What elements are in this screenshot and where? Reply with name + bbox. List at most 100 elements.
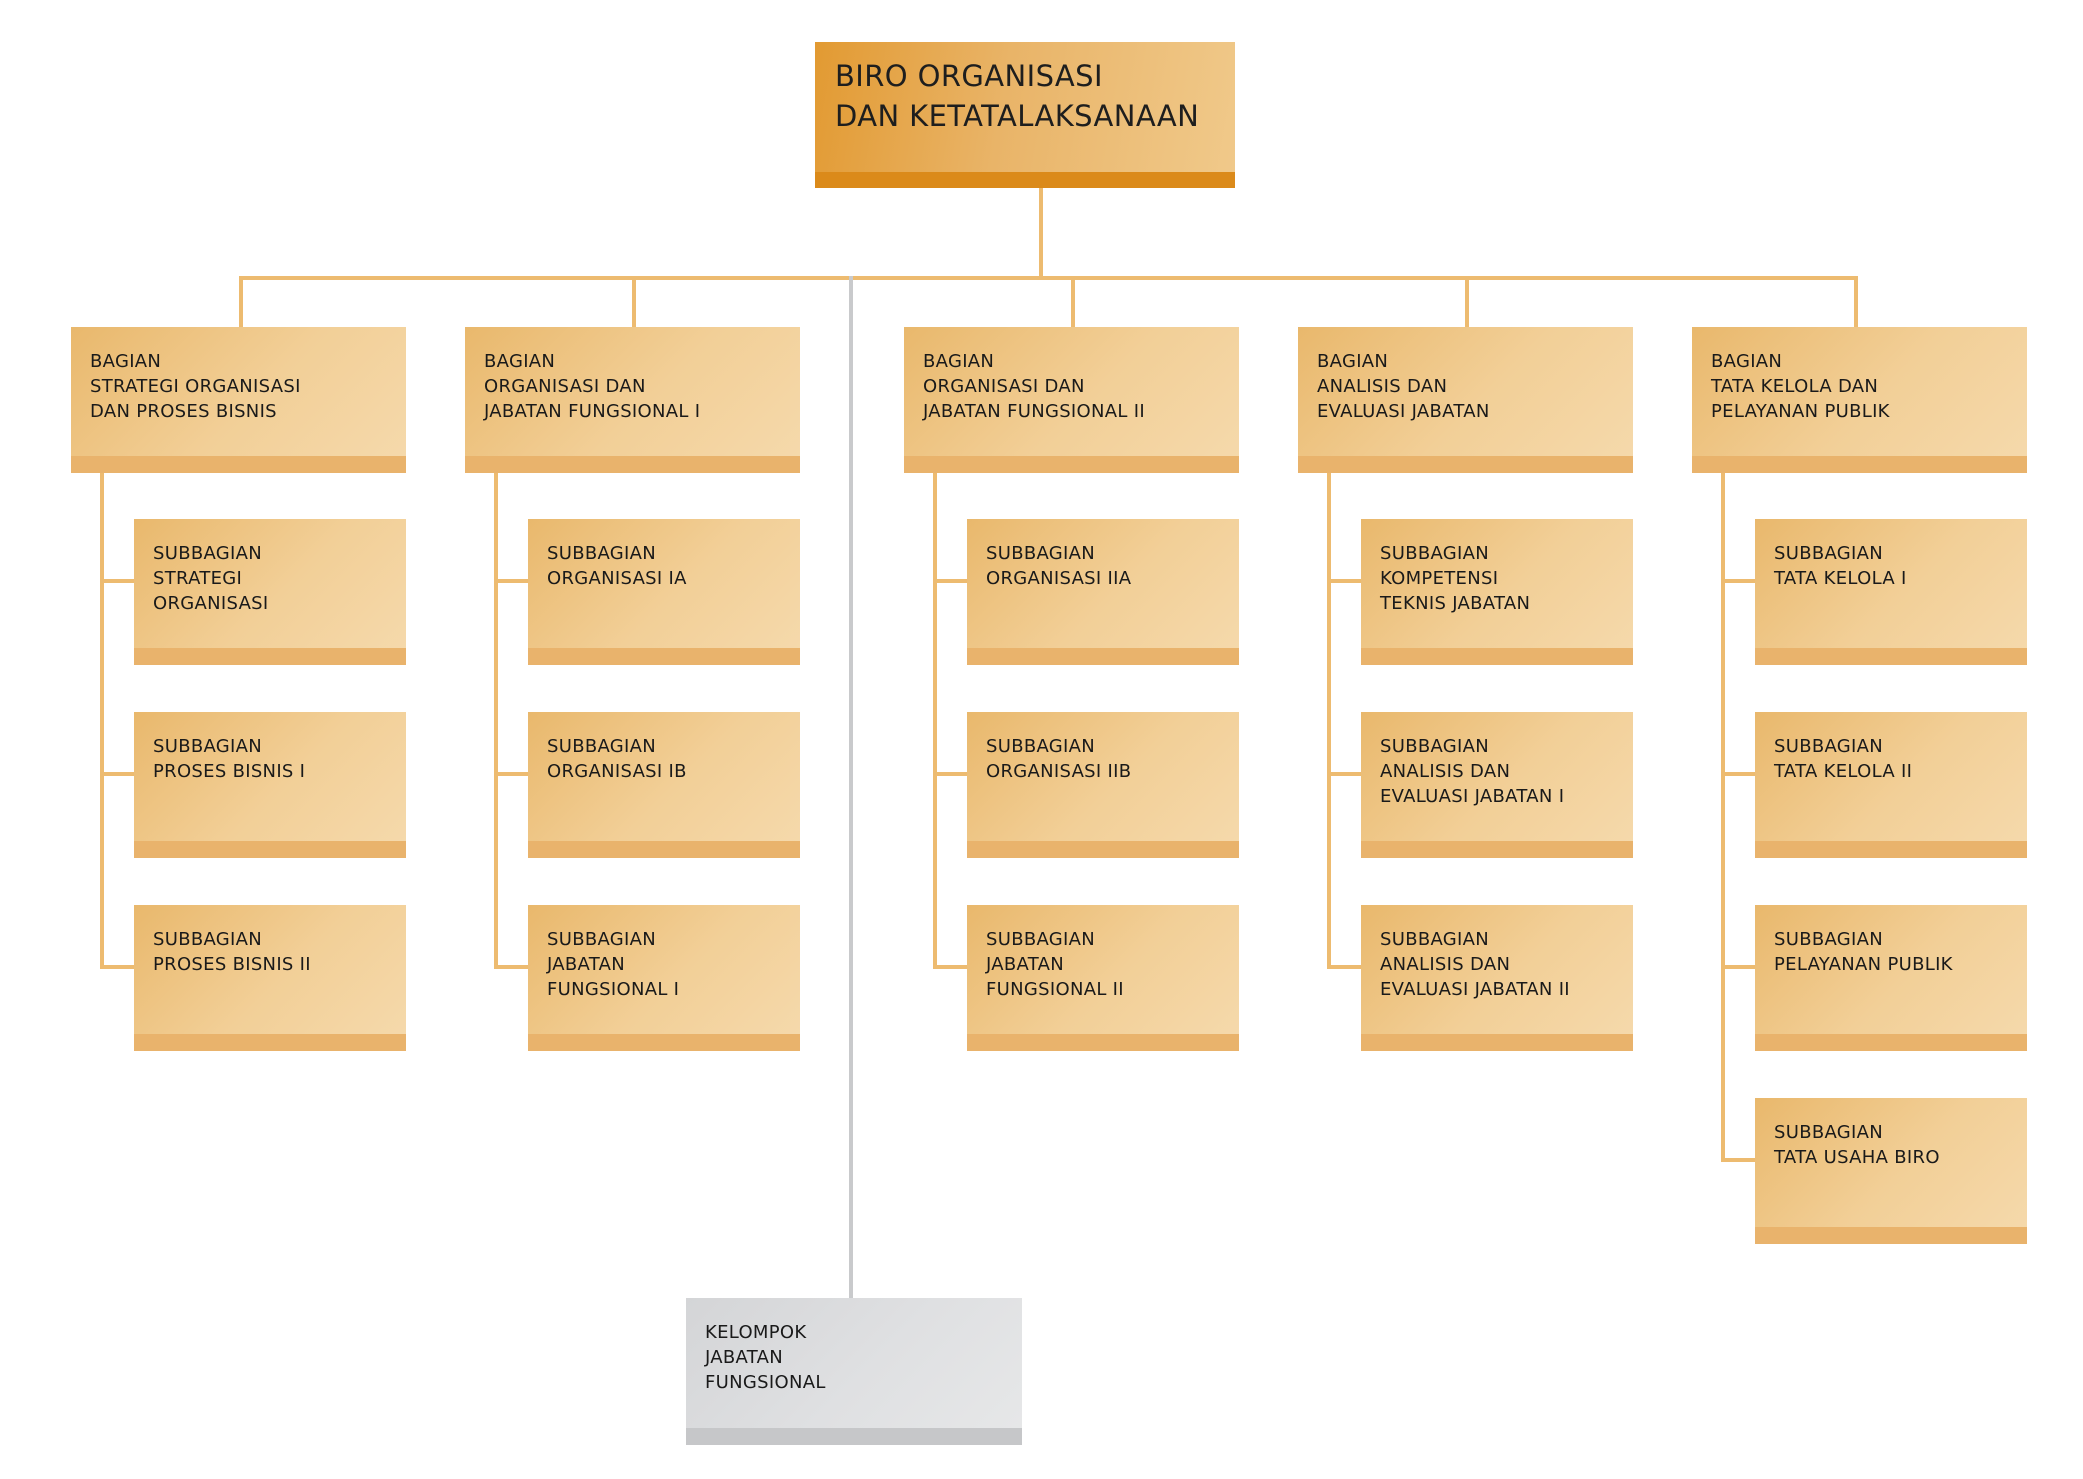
subbagian-3-3-box: SUBBAGIAN JABATAN FUNGSIONAL II (967, 905, 1239, 1051)
bagian-5-box: BAGIAN TATA KELOLA DAN PELAYANAN PUBLIK (1692, 327, 2027, 473)
subbagian-5-4-box-label: SUBBAGIAN TATA USAHA BIRO (1774, 1120, 1940, 1170)
subbagian-4-3-box-label: SUBBAGIAN ANALISIS DAN EVALUASI JABATAN II (1380, 927, 1570, 1002)
bagian-3-box-line-1: BAGIAN (923, 351, 995, 372)
subbagian-4-3-box-line-2: ANALISIS DAN (1380, 954, 1511, 975)
subbagian-5-3-box-label: SUBBAGIAN PELAYANAN PUBLIK (1774, 927, 1953, 977)
subbagian-2-3-box-label: SUBBAGIAN JABATAN FUNGSIONAL I (547, 927, 679, 1002)
subbagian-3-1-box-line-1: SUBBAGIAN (986, 543, 1096, 564)
subbagian-3-2-box-line-1: SUBBAGIAN (986, 736, 1096, 757)
subbagian-5-2-box-line-1: SUBBAGIAN (1774, 736, 1884, 757)
bagian-1-box-line-1: BAGIAN (90, 351, 162, 372)
subbagian-3-3-box-line-3: FUNGSIONAL II (986, 979, 1124, 1000)
subbagian-5-2-box-line-2: TATA KELOLA II (1774, 761, 1913, 782)
subbagian-4-3-box-line-3: EVALUASI JABATAN II (1380, 979, 1570, 1000)
biro-head-box-line-2: DAN KETATALAKSANAAN (835, 99, 1200, 133)
biro-head-box: BIRO ORGANISASI DAN KETATALAKSANAAN (815, 42, 1235, 188)
subbagian-1-3-box-line-2: PROSES BISNIS II (153, 954, 311, 975)
bagian-5-box-line-2: TATA KELOLA DAN (1711, 376, 1879, 397)
subbagian-5-4-box-line-2: TATA USAHA BIRO (1774, 1147, 1940, 1168)
subbagian-2-2-box-line-1: SUBBAGIAN (547, 736, 657, 757)
subbagian-4-3-box: SUBBAGIAN ANALISIS DAN EVALUASI JABATAN II (1361, 905, 1633, 1051)
subbagian-1-2-box-line-1: SUBBAGIAN (153, 736, 263, 757)
subbagian-2-2-box: SUBBAGIAN ORGANISASI IB (528, 712, 800, 858)
kelompok-jabatan-fungsional-box: KELOMPOK JABATAN FUNGSIONAL (686, 1298, 1022, 1445)
bagian-4-box-line-3: EVALUASI JABATAN (1317, 401, 1490, 422)
bagian-3-box-label: BAGIAN ORGANISASI DAN JABATAN FUNGSIONAL I… (923, 349, 1145, 424)
subbagian-2-2-box-line-2: ORGANISASI IB (547, 761, 687, 782)
subbagian-5-3-box-line-1: SUBBAGIAN (1774, 929, 1884, 950)
subbagian-1-1-box-line-3: ORGANISASI (153, 593, 269, 614)
subbagian-2-3-box: SUBBAGIAN JABATAN FUNGSIONAL I (528, 905, 800, 1051)
subbagian-4-1-box-line-1: SUBBAGIAN (1380, 543, 1490, 564)
subbagian-3-1-box-label: SUBBAGIAN ORGANISASI IIA (986, 541, 1131, 591)
bagian-5-box-line-1: BAGIAN (1711, 351, 1783, 372)
bagian-4-box-line-2: ANALISIS DAN (1317, 376, 1448, 397)
bagian-5-box-label: BAGIAN TATA KELOLA DAN PELAYANAN PUBLIK (1711, 349, 1890, 424)
subbagian-4-1-box-line-3: TEKNIS JABATAN (1380, 593, 1531, 614)
bagian-2-box-line-1: BAGIAN (484, 351, 556, 372)
bagian-1-box-line-2: STRATEGI ORGANISASI (90, 376, 301, 397)
subbagian-1-1-box-line-1: SUBBAGIAN (153, 543, 263, 564)
subbagian-2-3-box-line-3: FUNGSIONAL I (547, 979, 680, 1000)
bagian-1-box-line-3: DAN PROSES BISNIS (90, 401, 277, 422)
bagian-1-box-label: BAGIAN STRATEGI ORGANISASI DAN PROSES BISN… (90, 349, 301, 424)
subbagian-3-3-box-line-1: SUBBAGIAN (986, 929, 1096, 950)
subbagian-4-3-box-line-1: SUBBAGIAN (1380, 929, 1490, 950)
subbagian-2-3-box-line-2: JABATAN (547, 954, 626, 975)
bagian-3-box: BAGIAN ORGANISASI DAN JABATAN FUNGSIONAL I… (904, 327, 1239, 473)
subbagian-3-2-box-label: SUBBAGIAN ORGANISASI IIB (986, 734, 1131, 784)
subbagian-5-3-box: SUBBAGIAN PELAYANAN PUBLIK (1755, 905, 2027, 1051)
subbagian-3-3-box-line-2: JABATAN (986, 954, 1065, 975)
subbagian-1-1-box-line-2: STRATEGI (153, 568, 243, 589)
subbagian-2-3-box-line-1: SUBBAGIAN (547, 929, 657, 950)
subbagian-3-1-box-line-2: ORGANISASI IIA (986, 568, 1132, 589)
subbagian-5-2-box-label: SUBBAGIAN TATA KELOLA II (1774, 734, 1912, 784)
subbagian-2-1-box: SUBBAGIAN ORGANISASI IA (528, 519, 800, 665)
bagian-3-box-line-2: ORGANISASI DAN (923, 376, 1085, 397)
subbagian-1-1-box: SUBBAGIAN STRATEGI ORGANISASI (134, 519, 406, 665)
subbagian-5-1-box-line-1: SUBBAGIAN (1774, 543, 1884, 564)
subbagian-5-3-box-line-2: PELAYANAN PUBLIK (1774, 954, 1953, 975)
subbagian-5-4-box: SUBBAGIAN TATA USAHA BIRO (1755, 1098, 2027, 1244)
biro-head-box-line-1: BIRO ORGANISASI (835, 59, 1103, 93)
biro-head-box-label: BIRO ORGANISASI DAN KETATALAKSANAAN (835, 56, 1199, 136)
bagian-3-box-line-3: JABATAN FUNGSIONAL II (923, 401, 1145, 422)
kelompok-jabatan-fungsional-box-line-1: KELOMPOK (705, 1322, 807, 1343)
subbagian-3-2-box: SUBBAGIAN ORGANISASI IIB (967, 712, 1239, 858)
subbagian-5-2-box: SUBBAGIAN TATA KELOLA II (1755, 712, 2027, 858)
subbagian-3-1-box: SUBBAGIAN ORGANISASI IIA (967, 519, 1239, 665)
bagian-1-box: BAGIAN STRATEGI ORGANISASI DAN PROSES BISN… (71, 327, 406, 473)
subbagian-4-1-box-label: SUBBAGIAN KOMPETENSI TEKNIS JABATAN (1380, 541, 1530, 616)
bagian-5-box-line-3: PELAYANAN PUBLIK (1711, 401, 1890, 422)
subbagian-1-1-box-label: SUBBAGIAN STRATEGI ORGANISASI (153, 541, 269, 616)
subbagian-4-1-box: SUBBAGIAN KOMPETENSI TEKNIS JABATAN (1361, 519, 1633, 665)
subbagian-1-2-box-line-2: PROSES BISNIS I (153, 761, 306, 782)
subbagian-3-2-box-line-2: ORGANISASI IIB (986, 761, 1132, 782)
subbagian-2-1-box-line-1: SUBBAGIAN (547, 543, 657, 564)
subbagian-2-1-box-line-2: ORGANISASI IA (547, 568, 687, 589)
kelompok-jabatan-fungsional-box-line-3: FUNGSIONAL (705, 1372, 826, 1393)
subbagian-1-2-box-label: SUBBAGIAN PROSES BISNIS I (153, 734, 305, 784)
subbagian-4-1-box-line-2: KOMPETENSI (1380, 568, 1499, 589)
kelompok-jabatan-fungsional-box-label: KELOMPOK JABATAN FUNGSIONAL (705, 1320, 826, 1395)
subbagian-5-4-box-line-1: SUBBAGIAN (1774, 1122, 1884, 1143)
subbagian-3-3-box-label: SUBBAGIAN JABATAN FUNGSIONAL II (986, 927, 1124, 1002)
kelompok-jabatan-fungsional-box-line-2: JABATAN (705, 1347, 784, 1368)
subbagian-2-2-box-label: SUBBAGIAN ORGANISASI IB (547, 734, 687, 784)
subbagian-2-1-box-label: SUBBAGIAN ORGANISASI IA (547, 541, 687, 591)
bagian-2-box-line-3: JABATAN FUNGSIONAL I (484, 401, 701, 422)
subbagian-4-2-box-line-2: ANALISIS DAN (1380, 761, 1511, 782)
subbagian-4-2-box-line-3: EVALUASI JABATAN I (1380, 786, 1565, 807)
